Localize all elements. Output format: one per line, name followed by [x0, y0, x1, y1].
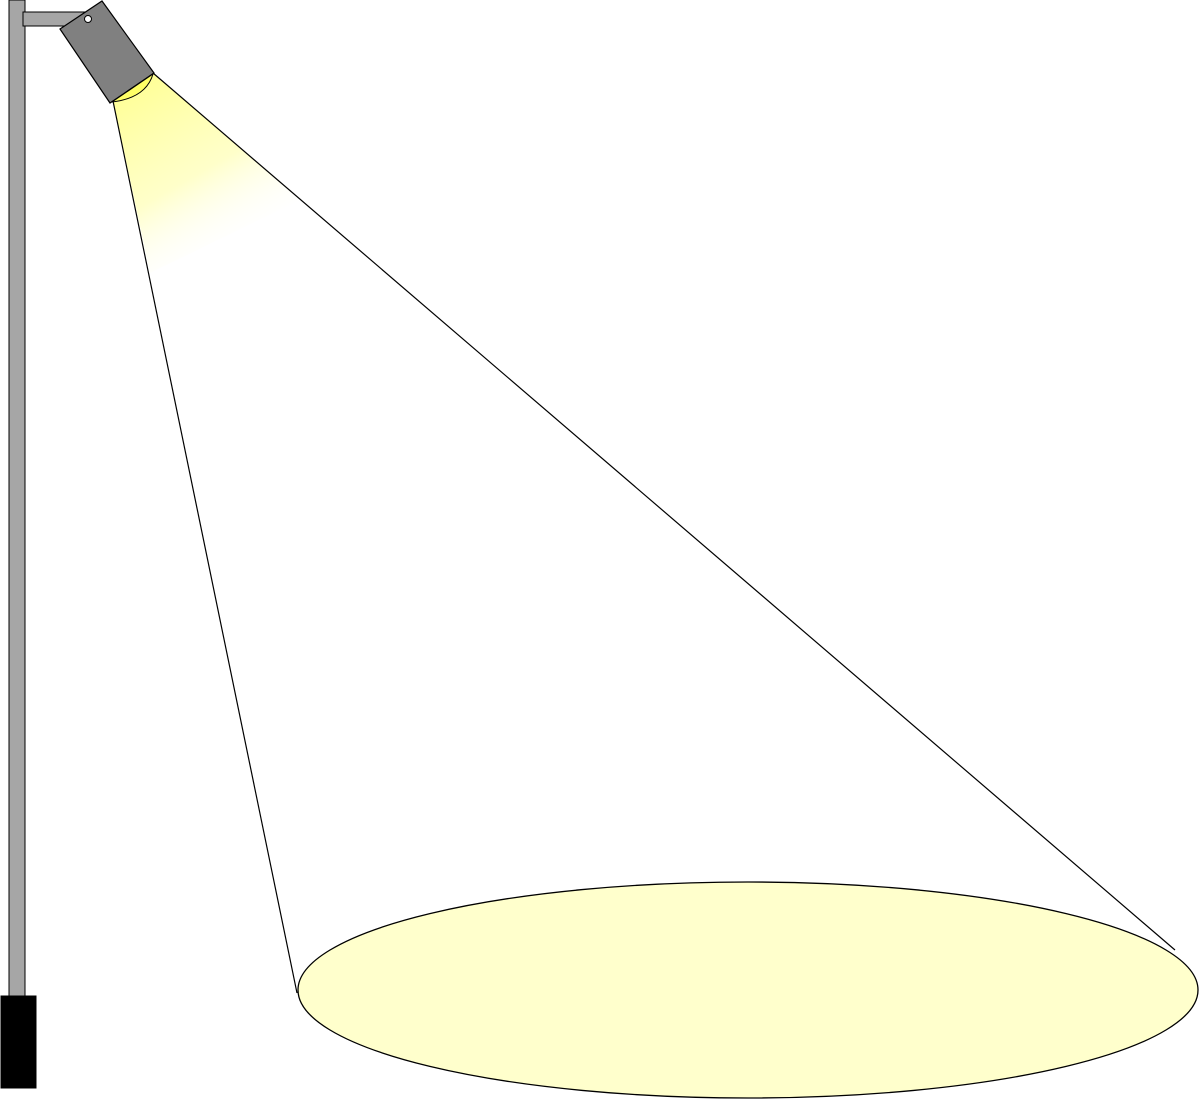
beam-left-edge [112, 100, 298, 994]
beam-glow [113, 73, 300, 273]
lamp-lens [111, 72, 154, 103]
beam-right-edge [152, 72, 1176, 951]
lamp-housing [59, 0, 155, 104]
pole-base [0, 995, 37, 1089]
lamp-pole [8, 0, 26, 999]
light-pool [297, 881, 1199, 1099]
pivot-bolt-icon [84, 15, 92, 23]
